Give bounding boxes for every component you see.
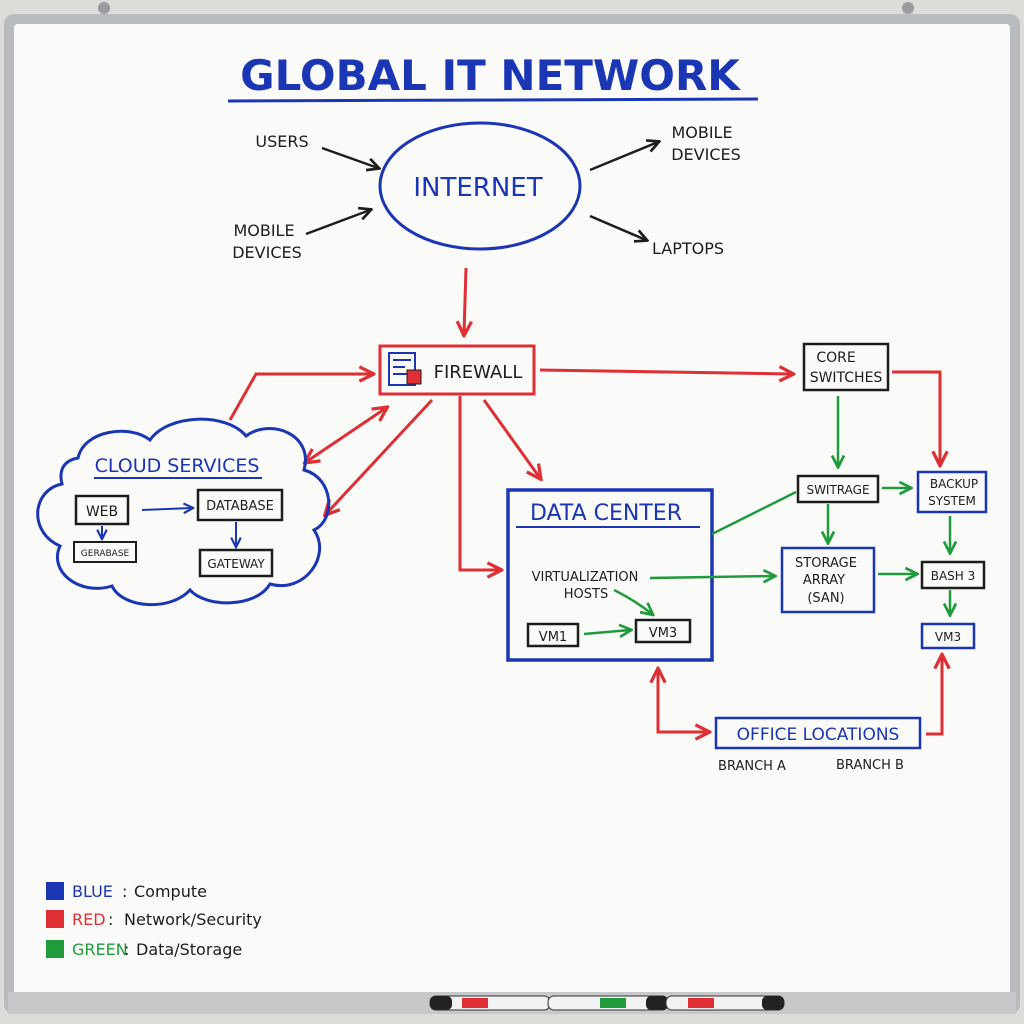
storage-array-line2: ARRAY (803, 573, 845, 588)
arrow-firewall-cloud-database (326, 398, 434, 514)
dc-vm1-label: VM1 (539, 630, 567, 645)
arrow-hosts-vm3 (613, 588, 652, 614)
backup-system-line2: SYSTEM (928, 494, 976, 508)
arrow-internet-laptops (589, 214, 646, 240)
legend-swatch-green (46, 940, 64, 958)
marker-2 (547, 995, 669, 1011)
core-switches-box (802, 342, 890, 392)
legend-swatch-red (46, 910, 64, 928)
arrow-core-backup (892, 370, 940, 464)
backup-system-line1: BACKUP (930, 477, 978, 491)
arrow-web-database (141, 508, 192, 510)
office-locations-box (714, 716, 922, 750)
arrow-office-vm3 (926, 656, 942, 736)
arrow-internet-mobile (589, 142, 658, 172)
virtualization-hosts-line1: VIRTUALIZATION (532, 570, 639, 585)
mobile-devices-right-line1: MOBILE (671, 123, 732, 142)
internet-label: INTERNET (413, 173, 542, 203)
legend-desc-blue: Compute (134, 882, 207, 901)
arrow-internet-firewall (464, 267, 466, 334)
cloud-database-box (196, 488, 284, 522)
mount-right (902, 2, 914, 14)
legend-key-green: GREEN (72, 940, 128, 959)
dc-vm3-label: VM3 (649, 626, 677, 641)
legend-desc-green: Data/Storage (136, 940, 242, 959)
cloud-services-title: CLOUD SERVICES (95, 455, 260, 477)
switrage-box (796, 474, 880, 504)
switrage-label: SWITRAGE (806, 483, 869, 497)
dc-vm3-box (634, 618, 692, 644)
backup-system-box (916, 470, 988, 514)
arrow-firewall-cloud-bidirectional (306, 408, 386, 462)
legend-sep-red: : (108, 910, 113, 929)
data-center-title: DATA CENTER (530, 501, 682, 526)
legend: BLUE : Compute RED : Network/Security GR… (46, 882, 262, 959)
dc-vm1-box (526, 622, 580, 648)
arrow-firewall-datacenter (482, 399, 540, 478)
legend-desc-red: Network/Security (124, 910, 262, 929)
storage-vm3-label: VM3 (935, 630, 961, 644)
arrow-users-internet (321, 146, 378, 168)
legend-sep-blue: : (122, 882, 127, 901)
internet-ellipse (378, 121, 582, 251)
core-switches-line1: CORE (816, 350, 855, 366)
cloud-gerabase-label: GERABASE (81, 549, 130, 559)
laptops-label: LAPTOPS (652, 239, 724, 258)
arrow-cloud-to-firewall (228, 374, 372, 421)
storage-array-box (780, 546, 876, 614)
mount-left (98, 2, 110, 14)
marker-3 (665, 995, 785, 1011)
cloud-gateway-box (198, 548, 274, 578)
marker-1 (429, 995, 551, 1011)
title-underline (227, 97, 759, 103)
arrow-firewall-datacenter-left (458, 396, 500, 570)
legend-key-blue: BLUE (72, 882, 113, 901)
storage-vm3-box (920, 622, 976, 650)
line-datacenter-switrage (711, 490, 797, 536)
diagram-title: GLOBAL IT NETWORK (240, 51, 741, 100)
mobile-devices-left-line1: MOBILE (233, 221, 294, 240)
legend-key-red: RED (72, 910, 106, 929)
virtualization-hosts-line2: HOSTS (564, 587, 608, 602)
arrow-firewall-core (539, 370, 792, 374)
arrow-datacenter-office (658, 670, 708, 732)
arrow-vm1-vm3 (583, 630, 630, 634)
firewall-label: FIREWALL (434, 362, 523, 383)
arrow-hosts-storage (649, 576, 774, 578)
storage-array-line1: STORAGE (795, 556, 857, 571)
office-locations-label: OFFICE LOCATIONS (737, 725, 900, 745)
branch-a-label: BRANCH A (718, 759, 786, 774)
mobile-devices-left-line2: DEVICES (232, 243, 302, 262)
data-center-box (506, 488, 714, 662)
arrow-mobile-internet (305, 210, 370, 236)
firewall-box (378, 344, 536, 396)
cloud-gerabase-box (73, 541, 137, 563)
storage-array-line3: (SAN) (807, 591, 844, 606)
bash3-label: BASH 3 (931, 569, 976, 583)
board-surface (14, 24, 1010, 996)
core-switches-line2: SWITCHES (810, 370, 883, 386)
legend-sep-green: : (124, 940, 129, 959)
cloud-web-box (74, 494, 130, 526)
cloud-web-label: WEB (86, 504, 118, 520)
bash3-box (920, 560, 986, 590)
cloud-database-label: DATABASE (206, 499, 274, 514)
legend-swatch-blue (46, 882, 64, 900)
cloud-shape (36, 417, 331, 607)
cloud-gateway-label: GATEWAY (207, 557, 265, 571)
mobile-devices-right-line2: DEVICES (671, 145, 741, 164)
firewall-icon (388, 352, 422, 386)
branch-b-label: BRANCH B (836, 758, 904, 773)
users-label: USERS (255, 132, 308, 151)
